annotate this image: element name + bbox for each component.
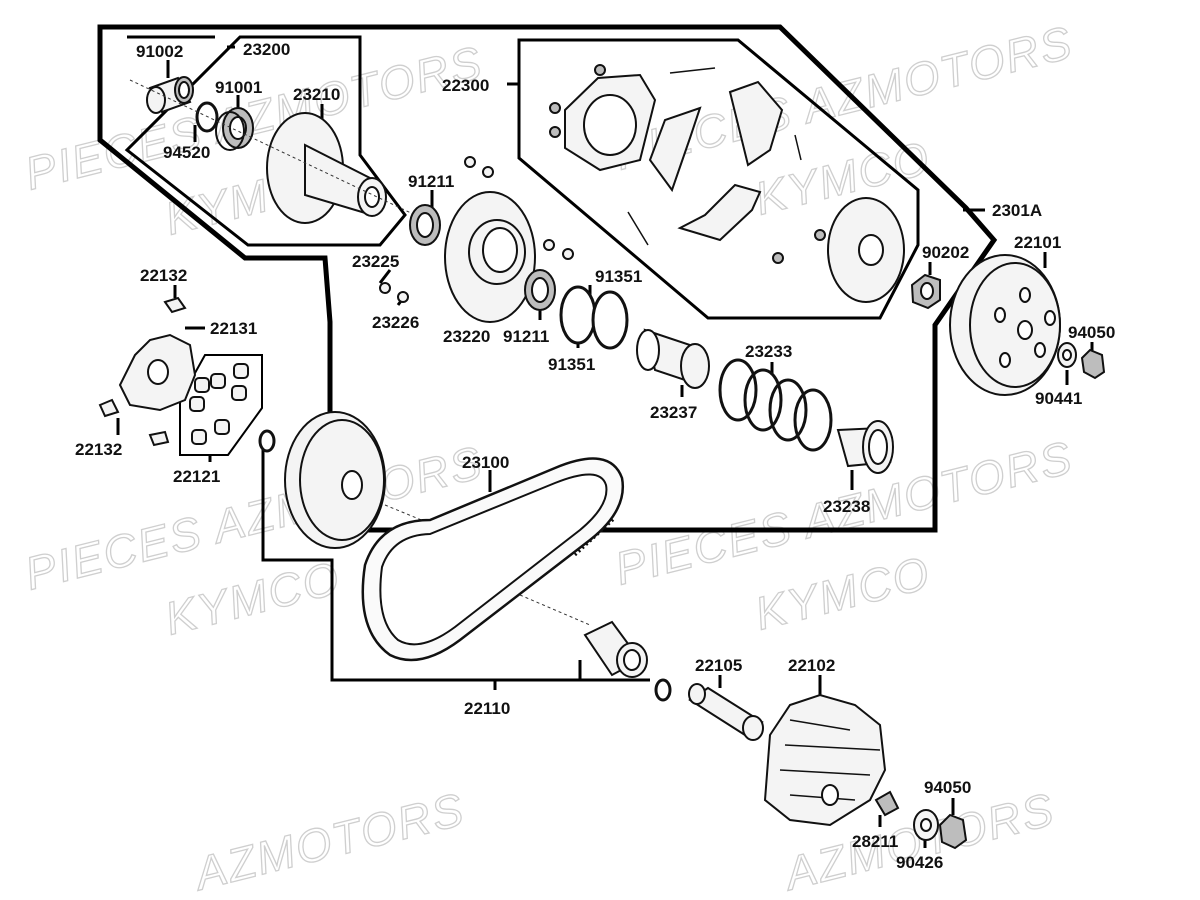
label-23226: 23226 bbox=[372, 313, 419, 332]
label-22132-lower: 22132 bbox=[75, 440, 122, 459]
label-90441: 90441 bbox=[1035, 389, 1082, 408]
label-91002: 91002 bbox=[136, 42, 183, 61]
label-22131: 22131 bbox=[210, 319, 257, 338]
part-23238-spring-seat[interactable] bbox=[836, 420, 894, 474]
group-frame-23200 bbox=[124, 35, 407, 247]
part-91211-oil-seal-lower[interactable] bbox=[524, 269, 556, 311]
label-91351-upper: 91351 bbox=[595, 267, 642, 286]
label-90426: 90426 bbox=[896, 853, 943, 872]
group-frame-22300 bbox=[517, 38, 920, 320]
label-23225: 23225 bbox=[352, 252, 399, 271]
part-22101-clutch-outer[interactable] bbox=[949, 254, 1061, 396]
part-28211-plate[interactable] bbox=[874, 790, 900, 817]
part-23237-seal-collar[interactable] bbox=[636, 328, 710, 389]
part-clip-drive[interactable] bbox=[258, 429, 276, 453]
group-frame-22110 bbox=[261, 448, 650, 682]
part-23210-driven-face[interactable] bbox=[266, 112, 387, 224]
part-90441-washer[interactable] bbox=[1057, 342, 1077, 368]
part-22121-weight-rollers[interactable] bbox=[189, 363, 249, 445]
label-23200: 23200 bbox=[243, 40, 290, 59]
label-22105: 22105 bbox=[695, 656, 742, 675]
part-23233-driven-spring[interactable] bbox=[718, 358, 833, 452]
label-91351-lower: 91351 bbox=[548, 355, 595, 374]
label-22110: 22110 bbox=[464, 699, 510, 718]
part-22132-slider-lower[interactable] bbox=[98, 398, 170, 447]
label-91211-upper: 91211 bbox=[408, 172, 454, 191]
label-23210: 23210 bbox=[293, 85, 340, 104]
watermark-text: AZMOTORS bbox=[187, 783, 470, 900]
part-94050-nut-upper[interactable] bbox=[1080, 348, 1106, 380]
part-90202-clutch-nut[interactable] bbox=[910, 273, 941, 310]
label-23100: 23100 bbox=[462, 453, 509, 472]
label-94520: 94520 bbox=[163, 143, 210, 162]
label-2301A: 2301A bbox=[992, 201, 1042, 220]
part-clip-fan[interactable] bbox=[654, 678, 672, 702]
label-22102: 22102 bbox=[788, 656, 835, 675]
label-22132-upper: 22132 bbox=[140, 266, 187, 285]
label-23237: 23237 bbox=[650, 403, 697, 422]
part-22300-clutch-assembly[interactable] bbox=[549, 64, 905, 303]
part-91211-oil-seal[interactable] bbox=[409, 204, 441, 246]
label-91001: 91001 bbox=[215, 78, 262, 97]
part-90426-washer[interactable] bbox=[913, 809, 939, 841]
label-23233: 23233 bbox=[745, 342, 792, 361]
label-90202: 90202 bbox=[922, 243, 969, 262]
part-drive-collar[interactable] bbox=[583, 620, 648, 678]
label-22300: 22300 bbox=[442, 76, 489, 95]
part-number-labels: 91002 23200 91001 23210 94520 22300 9121… bbox=[75, 40, 1115, 872]
part-23225-guide-pin[interactable] bbox=[379, 156, 555, 294]
part-23226-guide-roller[interactable] bbox=[397, 166, 574, 303]
part-91002-needle-bearing[interactable] bbox=[146, 76, 194, 114]
part-23100-v-belt[interactable] bbox=[361, 457, 625, 662]
part-91351-o-ring[interactable] bbox=[559, 285, 629, 350]
label-91211-lower: 91211 bbox=[503, 327, 549, 346]
label-22101: 22101 bbox=[1014, 233, 1061, 252]
part-94050-nut-lower[interactable] bbox=[938, 813, 968, 850]
part-23220-movable-driven-face[interactable] bbox=[444, 191, 536, 323]
label-23238: 23238 bbox=[823, 497, 870, 516]
label-94050-upper: 94050 bbox=[1068, 323, 1115, 342]
watermark-text: KYMCO bbox=[750, 546, 936, 640]
frames bbox=[97, 24, 998, 682]
label-22121: 22121 bbox=[173, 467, 220, 486]
group-frame-2301A bbox=[97, 24, 998, 533]
watermark-text: KYMCO bbox=[160, 551, 346, 645]
part-drive-pulley-face[interactable] bbox=[284, 411, 386, 549]
label-94050-lower: 94050 bbox=[924, 778, 971, 797]
part-91001-ball-bearing[interactable] bbox=[215, 107, 254, 151]
label-28211: 28211 bbox=[852, 832, 898, 851]
part-22131-ramp-plate[interactable] bbox=[118, 333, 197, 412]
label-23220: 23220 bbox=[443, 327, 490, 346]
part-94520-circlip[interactable] bbox=[195, 101, 219, 133]
part-22102-fan-pulley[interactable] bbox=[763, 693, 887, 827]
part-22132-slider-upper[interactable] bbox=[163, 296, 187, 314]
part-22105-bushing[interactable] bbox=[688, 683, 764, 741]
